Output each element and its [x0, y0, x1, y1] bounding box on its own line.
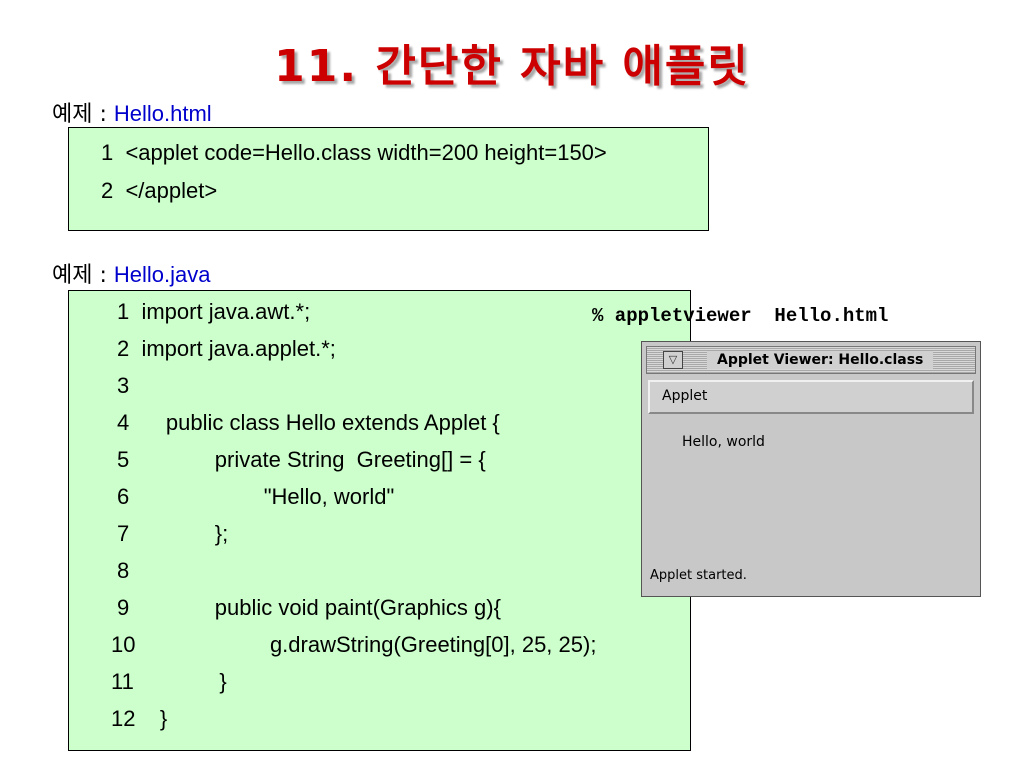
example-prefix: 예제 :	[52, 263, 114, 288]
applet-menu-button[interactable]: Applet	[648, 380, 974, 414]
command-text: % appletviewer Hello.html	[592, 305, 889, 327]
example-filename: Hello.html	[113, 101, 212, 126]
applet-status-text: Applet started.	[650, 568, 747, 583]
code-line: 9 public void paint(Graphics g){	[117, 595, 501, 620]
applet-output-text: Hello, world	[682, 434, 765, 450]
applet-titlebar[interactable]: ▽ Applet Viewer: Hello.class	[646, 346, 976, 374]
code-line: 11 }	[111, 669, 227, 694]
code-line: 7 };	[117, 521, 229, 546]
code-line: 6 "Hello, world"	[117, 484, 395, 509]
applet-menu-label: Applet	[662, 388, 708, 404]
applet-window-title: Applet Viewer: Hello.class	[707, 351, 934, 369]
code-line: 12 }	[111, 706, 168, 731]
html-code-box: 1 <applet code=Hello.class width=200 hei…	[68, 127, 709, 231]
code-line: 10 g.drawString(Greeting[0], 25, 25);	[111, 632, 597, 657]
code-line: 2 import java.applet.*;	[117, 336, 336, 361]
triangle-down-icon[interactable]: ▽	[663, 351, 683, 369]
code-line: 1 <applet code=Hello.class width=200 hei…	[101, 140, 607, 165]
code-line: 5 private String Greeting[] = {	[117, 447, 486, 472]
code-line: 8	[117, 558, 130, 583]
code-line: 4 public class Hello extends Applet {	[117, 410, 500, 435]
applet-viewer-window: ▽ Applet Viewer: Hello.class Applet Hell…	[641, 341, 981, 597]
code-line: 1 import java.awt.*;	[117, 299, 311, 324]
code-line: 3	[117, 373, 130, 398]
example-label-java: 예제 : Hello.java	[52, 257, 211, 289]
slide-title: 11. 간단한 자바 애플릿	[274, 41, 750, 92]
example-prefix: 예제 :	[52, 102, 114, 127]
code-line: 2 </applet>	[101, 178, 218, 203]
example-filename: Hello.java	[113, 262, 211, 287]
java-code-box: 1 import java.awt.*; 2 import java.apple…	[68, 290, 691, 751]
example-label-html: 예제 : Hello.html	[52, 96, 212, 128]
